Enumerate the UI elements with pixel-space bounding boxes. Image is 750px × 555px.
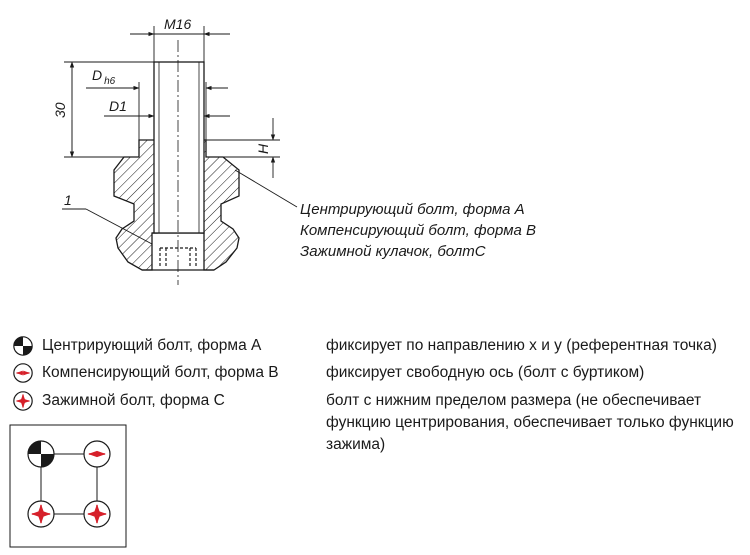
dimension-height xyxy=(64,61,154,158)
dimension-d1-label: D1 xyxy=(109,98,127,114)
callout-line-1: Центрирующий болт, форма A xyxy=(300,201,525,218)
layout-diagram xyxy=(9,424,127,548)
part-leader xyxy=(62,208,153,245)
clamping-bolt-icon xyxy=(27,500,55,528)
part-number-label: 1 xyxy=(64,192,72,208)
legend-description: фиксирует по направлению x и y (референт… xyxy=(326,337,717,354)
bushing-left-half xyxy=(113,139,158,271)
legend-name: Компенсирующий болт, форма B xyxy=(42,364,279,381)
dimension-thread-label: M16 xyxy=(164,16,191,32)
dimension-d-tolerance: h6 xyxy=(104,76,116,87)
dimension-d1 xyxy=(104,108,230,124)
dimension-d-label: D xyxy=(92,67,102,83)
compensating-bolt-icon xyxy=(13,363,33,383)
callout-line-2: Компенсирующий болт, форма B xyxy=(300,222,536,239)
compensating-bolt-icon xyxy=(83,440,111,468)
legend-row-compensating: Компенсирующий болт, форма B xyxy=(12,362,279,384)
legend-name: Центрирующий болт, форма A xyxy=(42,337,262,354)
dimension-h-label: H xyxy=(255,143,271,154)
bolt-shaft xyxy=(153,61,205,234)
svg-text:Dh6: Dh6 xyxy=(92,67,116,87)
bushing-right-half xyxy=(200,139,240,271)
legend-name: Зажимной болт, форма C xyxy=(42,392,225,409)
dimension-m16 xyxy=(130,26,230,62)
callout-leader xyxy=(234,169,298,208)
dimension-d-outer xyxy=(86,82,228,140)
clamping-bolt-icon xyxy=(83,500,111,528)
legend-row-clamping: Зажимной болт, форма C xyxy=(12,390,225,412)
legend-description: болт с нижним пределом размера (не обесп… xyxy=(326,392,734,453)
centering-bolt-icon xyxy=(27,440,55,468)
dimension-h xyxy=(206,118,280,178)
clamping-bolt-icon xyxy=(13,391,33,411)
legend-description: фиксирует свободную ось (болт с буртиком… xyxy=(326,364,645,381)
dimension-height-label: 30 xyxy=(52,102,68,118)
callout-line-3: Зажимной кулачок, болтC xyxy=(300,243,486,260)
centering-bolt-icon xyxy=(13,336,33,356)
legend-row-centering: Центрирующий болт, форма A xyxy=(12,335,261,357)
